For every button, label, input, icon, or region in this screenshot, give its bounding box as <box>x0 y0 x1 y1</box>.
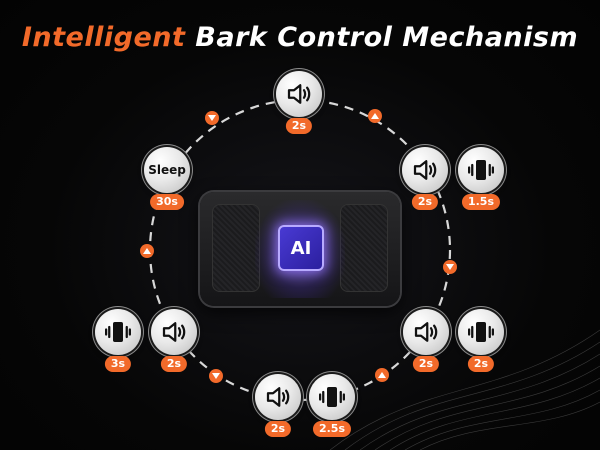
speaker-node <box>255 374 301 420</box>
vibration-icon <box>468 322 494 342</box>
arrow-up-icon <box>140 244 154 258</box>
left-pad <box>212 204 260 292</box>
title-accent: Intelligent <box>21 22 186 53</box>
speaker-icon <box>162 322 186 342</box>
title-rest: Bark Control Mechanism <box>185 22 579 53</box>
speaker-node <box>276 71 322 117</box>
arrow-down-icon <box>205 111 219 125</box>
collar-device: AI <box>200 192 400 306</box>
vibration-icon <box>105 322 131 342</box>
duration-badge: 3s <box>104 356 132 372</box>
speaker-node <box>403 309 449 355</box>
vibration-node <box>95 309 141 355</box>
vibration-node <box>458 309 504 355</box>
sleep-label: Sleep <box>148 163 186 177</box>
speaker-icon <box>266 387 290 407</box>
duration-badge: 30s <box>150 194 184 210</box>
vibration-node <box>309 374 355 420</box>
duration-badge: 2.5s <box>312 421 352 437</box>
speaker-icon <box>414 322 438 342</box>
duration-badge: 1.5s <box>461 194 501 210</box>
ai-chip-label: AI <box>290 237 312 259</box>
duration-badge: 2s <box>467 356 495 372</box>
arrow-up-icon <box>375 368 389 382</box>
sleep-node: Sleep <box>144 147 190 193</box>
speaker-node <box>151 309 197 355</box>
speaker-node <box>402 147 448 193</box>
duration-badge: 2s <box>264 421 292 437</box>
speaker-icon <box>287 84 311 104</box>
arrow-down-icon <box>209 369 223 383</box>
arrow-down-icon <box>443 260 457 274</box>
vibration-node <box>458 147 504 193</box>
duration-badge: 2s <box>285 118 313 134</box>
duration-badge: 2s <box>160 356 188 372</box>
duration-badge: 2s <box>412 356 440 372</box>
ai-chip: AI <box>278 225 324 271</box>
right-pad <box>340 204 388 292</box>
page-title: Intelligent Bark Control Mechanism <box>0 22 600 53</box>
vibration-icon <box>468 160 494 180</box>
speaker-icon <box>413 160 437 180</box>
duration-badge: 2s <box>411 194 439 210</box>
arrow-up-icon <box>368 109 382 123</box>
vibration-icon <box>319 387 345 407</box>
